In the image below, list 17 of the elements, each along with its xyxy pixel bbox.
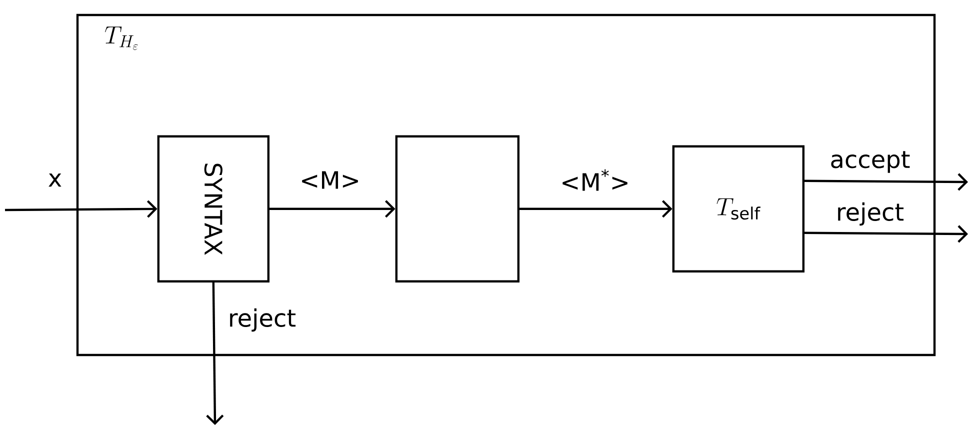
edge-label: x xyxy=(46,172,64,188)
frame-title: $T_{H_\varepsilon}$ xyxy=(105,26,138,50)
process-box: $T_{\mathrm{self}}$ xyxy=(672,145,804,272)
edge-label: reject xyxy=(226,307,298,333)
empty-box xyxy=(395,135,520,282)
edge-label: <M$^{*}$> xyxy=(559,168,631,192)
arrow xyxy=(270,200,396,218)
arrow xyxy=(804,173,968,191)
process-box: SYNTAX xyxy=(157,135,270,282)
arrow xyxy=(5,200,158,218)
edge-label: accept xyxy=(828,150,912,174)
edge-label: reject xyxy=(834,201,906,227)
arrow xyxy=(206,282,224,425)
frame-box xyxy=(76,14,936,356)
edge-label: <M> xyxy=(298,170,362,190)
arrow xyxy=(520,200,672,218)
arrow xyxy=(804,225,968,243)
